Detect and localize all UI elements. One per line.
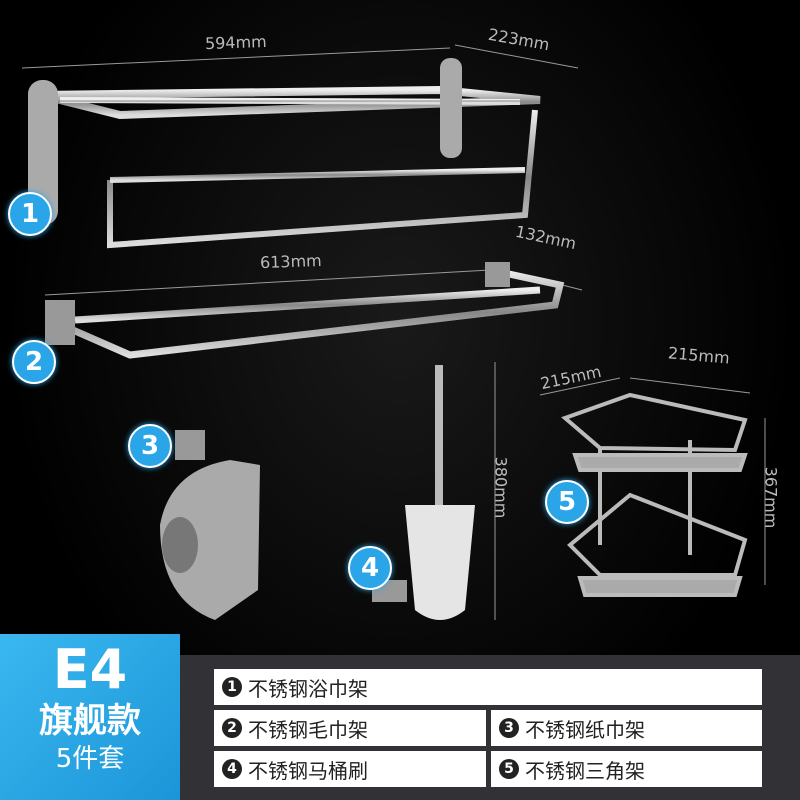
- list-item: 4 不锈钢马桶刷: [214, 751, 486, 787]
- item-label: 不锈钢三角架: [525, 758, 645, 783]
- item-number: 4: [222, 759, 242, 779]
- toilet-paper-holder: [160, 430, 260, 620]
- list-item: 2 不锈钢毛巾架: [214, 710, 486, 746]
- item-number: 5: [499, 759, 519, 779]
- marker-3: 3: [128, 424, 172, 468]
- item-number: 3: [499, 718, 519, 738]
- item-number: 2: [222, 718, 242, 738]
- dimension-label: 594mm: [204, 31, 268, 54]
- item-label: 不锈钢毛巾架: [248, 717, 368, 742]
- item-list-panel: 1 不锈钢浴巾架 2 不锈钢毛巾架 3 不锈钢纸巾架 4 不锈钢马桶刷 5 不锈钢三角架: [180, 655, 800, 800]
- item-label: 不锈钢纸巾架: [525, 717, 645, 742]
- marker-2: 2: [12, 340, 56, 384]
- list-item: 5 不锈钢三角架: [491, 751, 762, 787]
- bath-towel-rack: [28, 58, 541, 249]
- list-item: 1 不锈钢浴巾架: [214, 669, 762, 705]
- dimension-label: 380mm: [491, 456, 511, 519]
- marker-1: 1: [8, 192, 52, 236]
- dimension-label: 613mm: [259, 250, 323, 273]
- edition-badge: E4 旗舰款 5件套: [0, 634, 180, 800]
- corner-shelf: [561, 392, 748, 597]
- marker-4: 4: [348, 546, 392, 590]
- piece-count: 5件套: [55, 744, 125, 774]
- list-item: 3 不锈钢纸巾架: [491, 710, 762, 746]
- marker-5: 5: [545, 480, 589, 524]
- model-code: E4: [52, 638, 128, 701]
- towel-bar: [45, 262, 565, 359]
- item-number: 1: [222, 677, 242, 697]
- edition-name: 旗舰款: [39, 701, 141, 741]
- dimension-label: 367mm: [761, 466, 781, 529]
- toilet-brush: [372, 365, 475, 620]
- item-label: 不锈钢浴巾架: [248, 676, 368, 701]
- item-label: 不锈钢马桶刷: [248, 758, 368, 783]
